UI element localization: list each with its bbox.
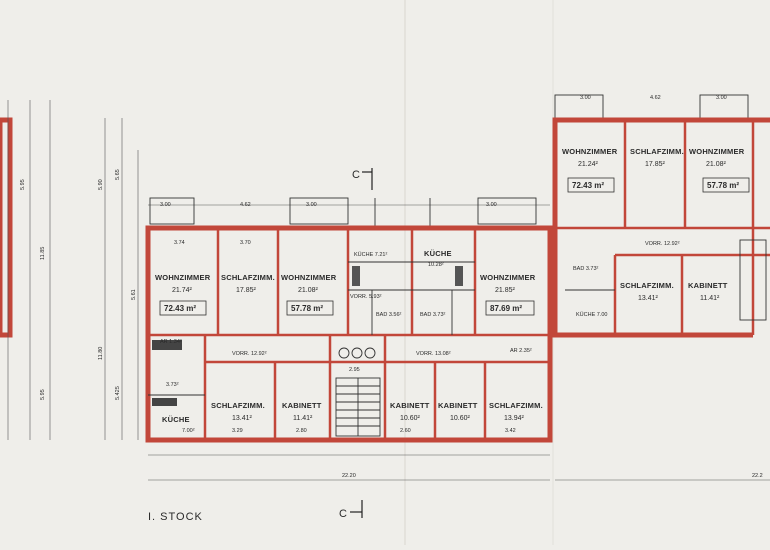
dim-label: 3.29 [232,428,243,434]
total-width: 22.20 [342,473,356,479]
room-name: KABINETT [282,401,322,410]
room-area: 11.41² [700,295,720,302]
room-name: AR 2.35² [510,348,532,354]
room-name: VORR. 12.92² [645,241,680,247]
room-name: SCHLAFZIMM. [489,401,543,410]
room-name: SCHLAFZIMM. [630,147,684,156]
room-name: KABINETT [390,401,430,410]
boxed-area: 87.69 m² [490,304,522,313]
dim-label: 3.00 [580,95,591,101]
room-area: 10.28² [428,262,444,268]
section-marker-top: C [352,168,373,190]
room-name: BAD 3.73² [573,266,599,272]
dim-label: 11.80 [98,347,104,360]
room-name: KÜCHE [424,249,452,258]
stair-icon [335,347,381,437]
room-name: KÜCHE [162,415,190,424]
room-name: WOHNZIMMER [689,147,745,156]
room-area: 21.08² [706,161,727,168]
stair-icon [739,239,767,321]
svg-text:C: C [339,508,348,520]
room-name: AR 1.34² [160,339,182,345]
svg-text:11.85: 11.85 [40,247,46,260]
bottom-dimensions: 22.20 22.2 [148,454,770,481]
dim-label: 3.00 [486,202,497,208]
sheet-title: I. STOCK [148,511,203,523]
stair-label: 2.95 [349,367,360,373]
dim-label: 3.74 [174,240,185,246]
room-name: SCHLAFZIMM. [620,281,674,290]
room-name: WOHNZIMMER [480,273,536,282]
kitchen-fittings [455,266,463,286]
svg-text:5.95: 5.95 [20,179,26,190]
room-area: 21.24² [578,161,599,168]
main-building [145,225,553,443]
room-area: 10.60² [450,415,471,422]
room-area: 21.74² [172,287,193,294]
room-name: WOHNZIMMER [281,273,337,282]
room-area: 13.94² [504,415,525,422]
kitchen-fittings [152,398,177,406]
dim-label: 5.90 [98,179,104,190]
room-name: WOHNZIMMER [155,273,211,282]
dim-label: 3.00 [160,202,171,208]
dim-label: 4.62 [650,95,661,101]
room-area: 13.41² [232,415,253,422]
room-area: 13.41² [638,295,659,302]
boxed-area: 72.43 m² [572,181,604,190]
room-area: 17.85² [645,161,666,168]
section-marker-bottom: C [339,500,363,520]
top-dimensions: 3.00 4.62 3.00 3.00 [148,197,550,228]
dim-label: 2.80 [296,428,307,434]
room-name: VORR. 12.92² [232,351,267,357]
room-name: KÜCHE 7.00 [576,311,608,318]
boxed-area: 57.78 m² [707,181,739,190]
dim-label: 3.00 [716,95,727,101]
room-area: 21.85² [495,287,516,294]
boxed-area: 57.78 m² [291,304,323,313]
room-area: 10.60² [400,415,421,422]
room-name: BAD 3.73² [420,312,446,318]
dim-label: 4.62 [240,202,251,208]
room-name: SCHLAFZIMM. [211,401,265,410]
dim-label: 5.65 [115,169,121,180]
room-area: 7.00² [182,428,195,434]
room-name: BAD 3.56² [376,312,402,318]
dim-label: 3.00 [306,202,317,208]
room-name: SCHLAFZIMM. [221,273,275,282]
boxed-area: 72.43 m² [164,304,196,313]
room-name: KABINETT [438,401,478,410]
room-area: 21.08² [298,287,319,294]
room-name: 3.73² [166,382,179,388]
dim-label: 2.60 [400,428,411,434]
svg-text:5.95: 5.95 [40,389,46,400]
kitchen-fittings [352,266,360,286]
room-name: VORR. 13.08² [416,351,451,357]
svg-text:C: C [352,169,361,181]
svg-text:5.425: 5.425 [115,386,121,400]
kitchen-fittings [152,340,182,350]
room-name: KABINETT [688,281,728,290]
main-room-labels: WOHNZIMMER 21.74² 72.43 m² SCHLAFZIMM. 1… [155,240,543,434]
room-area: 11.41² [293,415,313,422]
room-name: WOHNZIMMER [562,147,618,156]
svg-text:5.61: 5.61 [131,289,137,300]
right-wing: 3.00 4.62 3.00 WOHNZIMMER 21.24² 72.43 m… [552,94,770,338]
dim-label: 3.70 [240,240,251,246]
room-name: VORR. 5.93² [350,294,382,300]
room-name: KÜCHE 7.21² [354,251,387,258]
left-partial-unit: 5.95 11.85 5.95 [0,100,51,440]
room-area: 17.85² [236,287,257,294]
total-width: 22.2 [752,473,763,479]
dim-label: 3.42 [505,428,516,434]
left-dimension-chain: 5.90 5.65 11.80 5.61 5.425 [98,118,139,440]
